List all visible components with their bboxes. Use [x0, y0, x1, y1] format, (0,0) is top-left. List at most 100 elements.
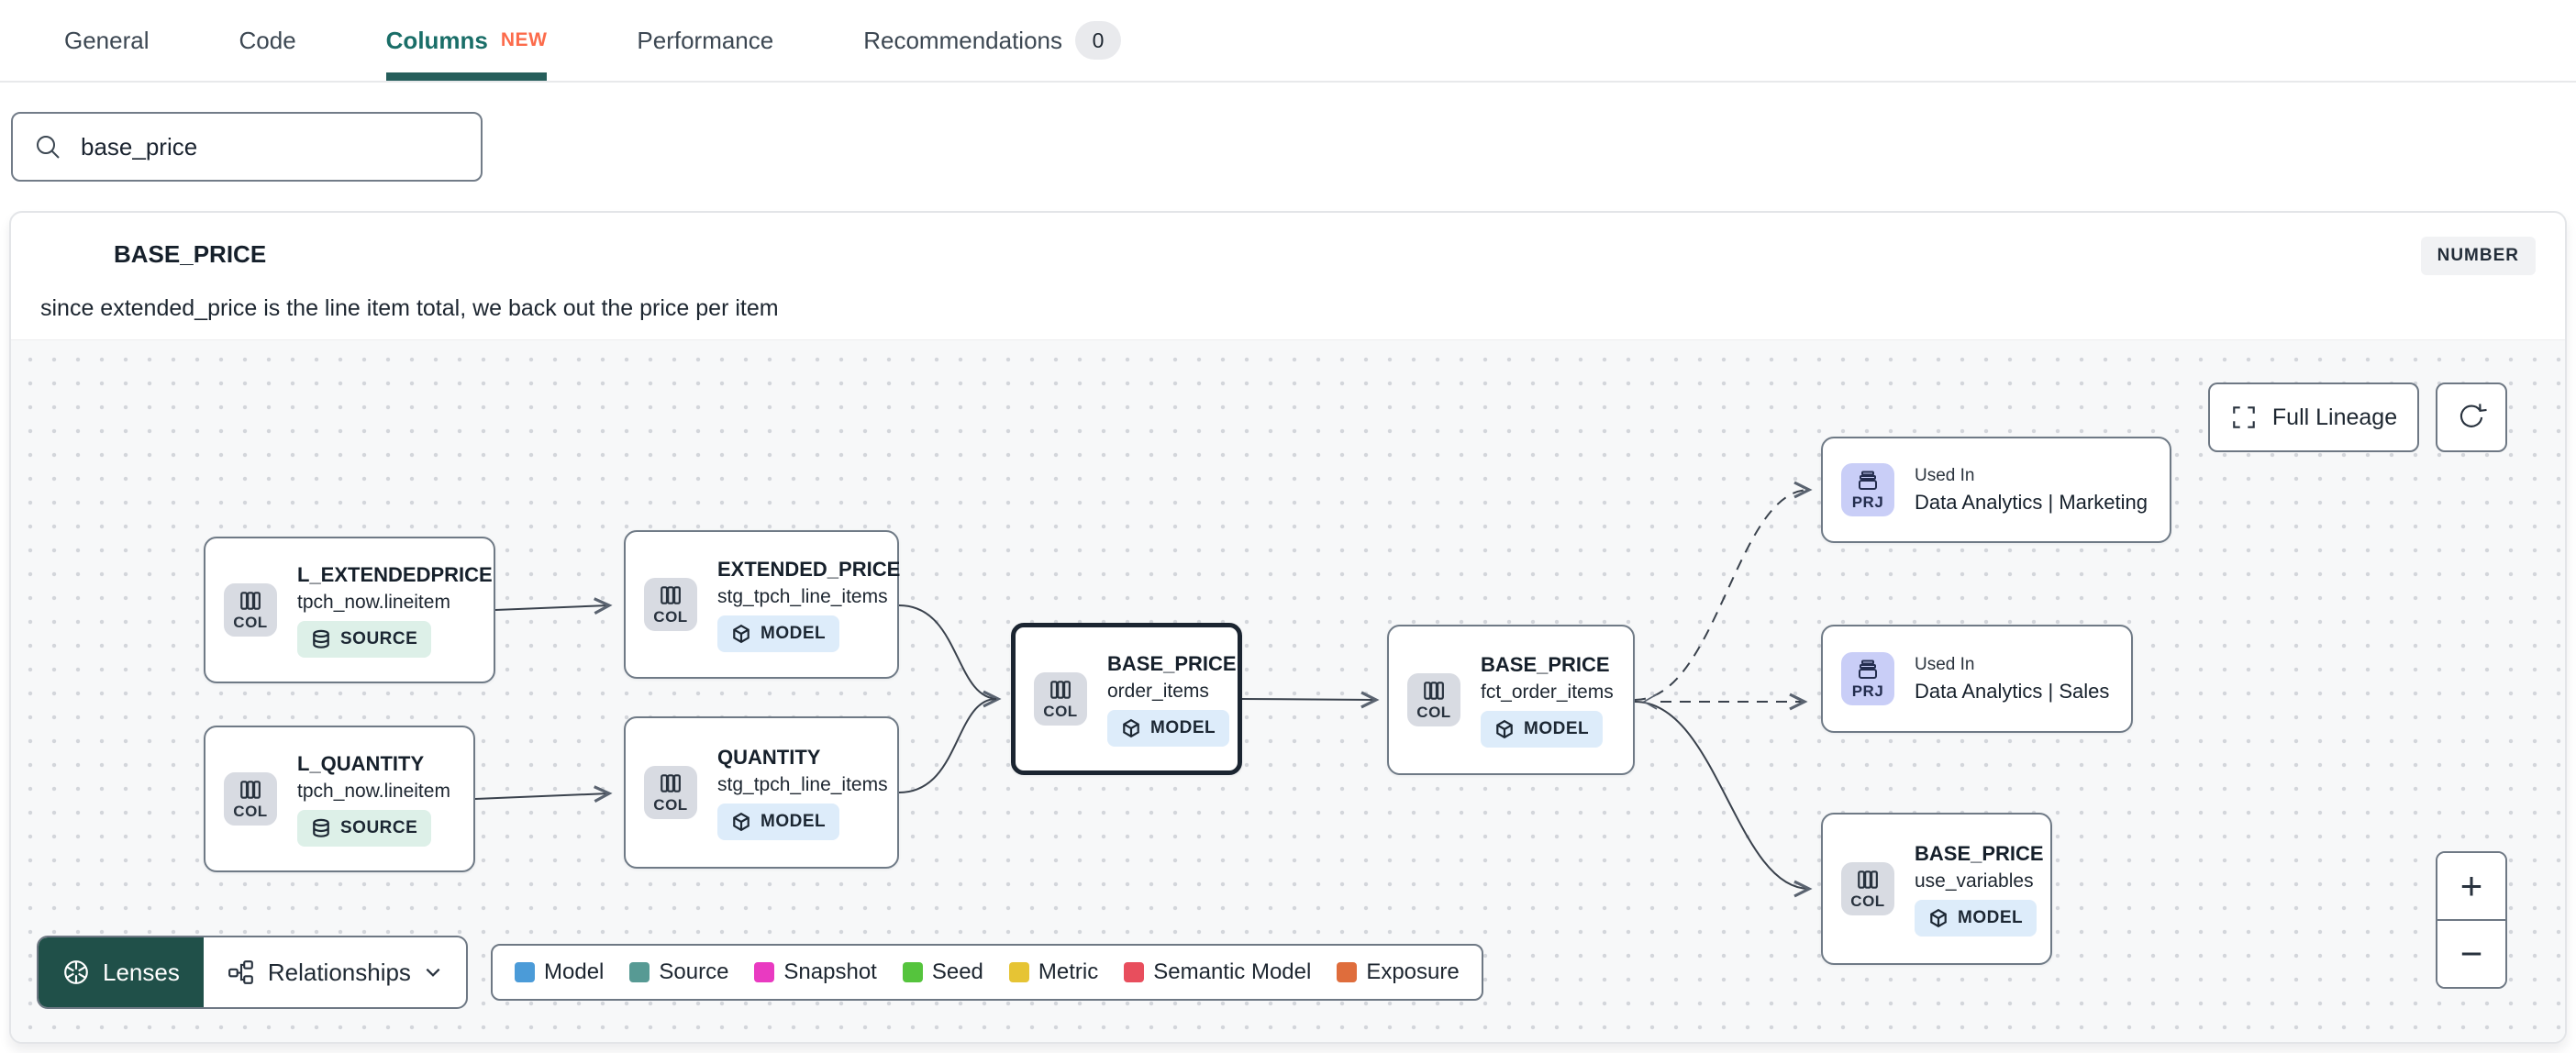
relationships-icon: [228, 960, 253, 984]
cube-icon: [733, 624, 749, 643]
legend-item-seed: Seed: [902, 959, 983, 985]
column-chip: COL: [224, 772, 277, 826]
cube-icon: [1930, 908, 1947, 927]
source-badge: SOURCE: [297, 620, 432, 658]
column-chip: COL: [644, 766, 697, 819]
lineage-canvas[interactable]: COL L_EXTENDEDPRICE tpch_now.lineitem SO…: [11, 339, 2565, 1042]
cube-icon: [1123, 718, 1139, 737]
node-title: QUANTITY: [717, 745, 821, 769]
column-chip: COL: [1841, 862, 1894, 915]
legend-item-model: Model: [515, 959, 604, 985]
legend-swatch: [754, 962, 775, 982]
lineage-node-l-quantity[interactable]: COL L_QUANTITY tpch_now.lineitem SOURCE: [204, 726, 475, 872]
node-type-legend: Model Source Snapshot Seed Metric Semant…: [491, 944, 1483, 1001]
node-title: L_EXTENDEDPRICE: [297, 562, 493, 586]
cube-icon: [733, 812, 749, 831]
lineage-node-used-in-sales[interactable]: PRJ Used In Data Analytics | Sales: [1821, 625, 2133, 733]
column-card: BASE_PRICE NUMBER since extended_price i…: [9, 211, 2567, 1044]
recommendations-count-badge: 0: [1075, 21, 1122, 60]
tab-recommendations[interactable]: Recommendations 0: [863, 0, 1122, 81]
lenses-button[interactable]: Lenses: [39, 937, 204, 1007]
legend-item-exposure: Exposure: [1337, 959, 1460, 985]
node-title: Used In: [1915, 654, 1975, 674]
columns-icon: [240, 780, 261, 799]
lineage-node-base-price-order-items[interactable]: COL BASE_PRICE order_items MODEL: [1011, 623, 1242, 775]
legend-item-semantic-model: Semantic Model: [1124, 959, 1311, 985]
lineage-node-base-price-use-variables[interactable]: COL BASE_PRICE use_variables MODEL: [1821, 813, 2052, 965]
relationships-dropdown[interactable]: Relationships: [204, 937, 466, 1007]
search-icon: [37, 136, 60, 159]
columns-icon: [661, 773, 681, 793]
legend-swatch: [1008, 962, 1029, 982]
node-subtitle: Data Analytics | Marketing: [1915, 490, 2148, 514]
legend-item-source: Source: [629, 959, 728, 985]
node-title: BASE_PRICE: [1481, 652, 1610, 676]
tab-code[interactable]: Code: [239, 26, 296, 54]
model-badge: MODEL: [717, 615, 840, 652]
lineage-node-used-in-marketing[interactable]: PRJ Used In Data Analytics | Marketing: [1821, 437, 2171, 543]
archive-icon: [1859, 471, 1877, 490]
refresh-button[interactable]: [2436, 382, 2507, 452]
legend-swatch: [515, 962, 535, 982]
model-badge: MODEL: [1107, 709, 1230, 747]
legend-swatch: [1337, 962, 1358, 982]
columns-icon: [1858, 870, 1878, 889]
columns-icon: [1050, 680, 1071, 699]
column-search[interactable]: [11, 112, 483, 182]
legend-swatch: [902, 962, 923, 982]
database-icon: [313, 629, 329, 648]
column-chip: COL: [224, 583, 277, 637]
node-subtitle: tpch_now.lineitem: [297, 591, 450, 613]
node-subtitle: use_variables: [1915, 870, 2034, 892]
new-badge: NEW: [500, 29, 548, 50]
node-title: L_QUANTITY: [297, 751, 425, 775]
aperture-icon: [64, 960, 88, 984]
full-lineage-button[interactable]: Full Lineage: [2208, 382, 2419, 452]
lineage-node-extended-price[interactable]: COL EXTENDED_PRICE stg_tpch_line_items M…: [624, 530, 901, 679]
node-subtitle: Data Analytics | Sales: [1915, 679, 2110, 703]
columns-icon: [240, 591, 261, 610]
cube-icon: [1496, 719, 1513, 738]
model-badge: MODEL: [717, 803, 840, 840]
chevron-down-icon: [426, 968, 440, 977]
column-chip: COL: [644, 578, 697, 631]
node-title: EXTENDED_PRICE: [717, 557, 901, 581]
node-subtitle: stg_tpch_line_items: [717, 585, 888, 607]
lineage-edges: [474, 481, 1813, 898]
node-title: Used In: [1915, 465, 1975, 485]
column-chip: COL: [1034, 672, 1087, 726]
tab-columns[interactable]: Columns NEW: [386, 0, 548, 81]
tab-performance[interactable]: Performance: [637, 26, 774, 54]
column-chip: COL: [1407, 673, 1460, 726]
lineage-node-quantity[interactable]: COL QUANTITY stg_tpch_line_items MODEL: [624, 716, 899, 869]
tab-bar: General Code Columns NEW Performance Rec…: [0, 0, 2576, 83]
node-subtitle: stg_tpch_line_items: [717, 773, 888, 795]
collapse-chevron-icon[interactable]: [62, 246, 83, 266]
refresh-icon: [2459, 404, 2487, 427]
model-badge: MODEL: [1481, 710, 1604, 748]
project-chip: PRJ: [1841, 652, 1894, 705]
column-name: BASE_PRICE: [114, 240, 267, 268]
lineage-node-l-extendedprice[interactable]: COL L_EXTENDEDPRICE tpch_now.lineitem SO…: [204, 537, 495, 683]
zoom-controls: + −: [2436, 851, 2507, 989]
tab-general[interactable]: General: [64, 26, 150, 54]
node-subtitle: order_items: [1107, 680, 1209, 702]
search-input[interactable]: [81, 132, 466, 161]
zoom-out-button[interactable]: −: [2437, 921, 2505, 987]
zoom-in-button[interactable]: +: [2437, 853, 2505, 921]
lineage-node-base-price-fct-order-items[interactable]: COL BASE_PRICE fct_order_items MODEL: [1387, 625, 1635, 775]
lenses-toolbar: Lenses Relationships: [37, 936, 468, 1009]
database-icon: [313, 818, 329, 837]
column-type-badge: NUMBER: [2420, 237, 2536, 275]
legend-item-metric: Metric: [1008, 959, 1098, 985]
column-card-header: BASE_PRICE NUMBER since extended_price i…: [11, 213, 2565, 339]
legend-swatch: [629, 962, 650, 982]
source-badge: SOURCE: [297, 809, 432, 847]
node-title: BASE_PRICE: [1915, 841, 2044, 865]
project-chip: PRJ: [1841, 463, 1894, 516]
node-subtitle: tpch_now.lineitem: [297, 780, 450, 802]
node-subtitle: fct_order_items: [1481, 681, 1614, 703]
legend-item-snapshot: Snapshot: [754, 959, 877, 985]
archive-icon: [1859, 660, 1877, 679]
